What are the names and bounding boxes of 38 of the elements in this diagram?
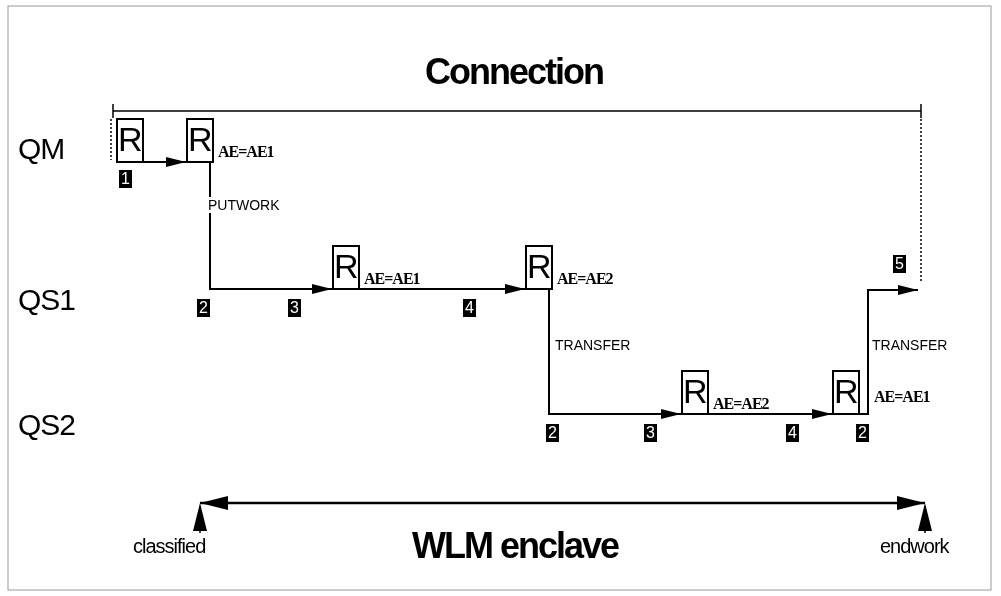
diagram-title: Connection	[425, 52, 603, 92]
arrow	[209, 162, 333, 294]
request-box: R	[681, 370, 709, 415]
lane-label: QM	[18, 132, 65, 166]
callout-number: 3	[644, 424, 657, 442]
arrow	[193, 502, 207, 534]
node-annotation: AE=AE1	[364, 270, 420, 288]
node-annotation: AE=AE1	[218, 143, 274, 161]
arrow	[548, 289, 682, 419]
callout-number: 1	[119, 170, 132, 188]
callout-number: 3	[288, 299, 301, 317]
request-box: R	[525, 245, 553, 290]
edge-label: TRANSFER	[872, 337, 948, 353]
request-box: R	[116, 118, 144, 163]
callout-number: 5	[893, 255, 906, 273]
arrow	[859, 285, 919, 415]
node-annotation: AE=AE2	[713, 395, 769, 413]
span-label: WLM enclave	[412, 525, 619, 567]
edge-label: TRANSFER	[555, 337, 631, 353]
request-box: R	[832, 370, 860, 415]
callout-number: 2	[546, 424, 559, 442]
arrow	[918, 502, 932, 534]
request-box: R	[332, 245, 360, 290]
lane-label: QS1	[18, 283, 76, 317]
callout-number: 2	[856, 424, 869, 442]
request-box: R	[186, 118, 214, 163]
callout-number: 4	[463, 299, 476, 317]
node-annotation: AE=AE1	[874, 388, 930, 406]
node-annotation: AE=AE2	[557, 270, 613, 288]
callout-number: 4	[786, 424, 799, 442]
arrow	[143, 157, 187, 167]
arrow	[708, 409, 833, 419]
event-label: classified	[133, 535, 206, 558]
lane-label: QS2	[18, 408, 76, 442]
arrow	[359, 284, 526, 294]
callout-number: 2	[197, 299, 210, 317]
edge-label: PUTWORK	[208, 197, 280, 213]
event-label: endwork	[880, 535, 949, 558]
